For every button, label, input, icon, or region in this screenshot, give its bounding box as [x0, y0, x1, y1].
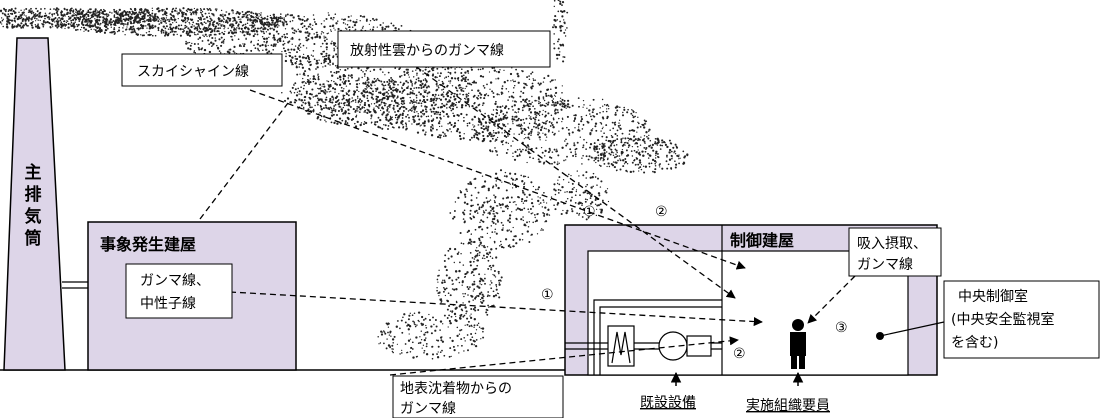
- label-skyshine-text: スカイシャイン線: [137, 64, 249, 80]
- marker-1-mid: ①: [541, 287, 554, 303]
- control-room-leader: [879, 321, 945, 337]
- label-existing-equipment: 既設設備: [640, 395, 696, 411]
- label-control-room: 中央制御室 (中央安全監視室 を含む): [943, 280, 1100, 359]
- label-inhalation: 吸入摂取、 ガンマ線: [848, 227, 942, 277]
- control-building-title: 制御建屋: [730, 231, 794, 250]
- label-inhalation-line1: 吸入摂取、: [857, 236, 927, 252]
- label-control-room-line2: (中央安全監視室: [951, 311, 1054, 328]
- stack-label-char-3: 気: [24, 206, 42, 227]
- label-gamma-neutron-line1: ガンマ線、: [140, 273, 210, 289]
- personnel-figure-icon: [790, 319, 806, 369]
- label-inhalation-line2: ガンマ線: [857, 257, 913, 273]
- stack-label-char-2: 排: [25, 184, 42, 205]
- label-ground-deposit-line1: 地表沈着物からの: [400, 381, 512, 397]
- label-ground-deposit: 地表沈着物からの ガンマ線: [392, 375, 564, 418]
- label-control-room-line3: を含む): [951, 335, 998, 351]
- label-gamma-neutron: ガンマ線、 中性子線: [125, 263, 233, 319]
- label-skyshine: スカイシャイン線: [121, 53, 283, 87]
- event-building-title: 事象発生建屋: [100, 235, 196, 254]
- label-cloud-gamma: 放射性雲からのガンマ線: [337, 30, 551, 68]
- label-cloud-gamma-text: 放射性雲からのガンマ線: [350, 43, 504, 59]
- label-ground-deposit-line2: ガンマ線: [400, 401, 456, 417]
- marker-2-upper: ②: [655, 204, 668, 220]
- main-stack: 主 排 気 筒: [3, 37, 66, 371]
- stack-label-char-4: 筒: [25, 228, 42, 249]
- marker-2-lower: ②: [733, 346, 746, 362]
- label-gamma-neutron-line2: 中性子線: [140, 296, 196, 312]
- label-control-room-line1: 中央制御室: [958, 288, 1028, 305]
- stack-label-char-1: 主: [25, 162, 42, 183]
- marker-1-upper: ①: [583, 204, 596, 220]
- marker-3: ③: [835, 320, 848, 336]
- dashed-pathways: [199, 54, 856, 376]
- control-room-dot: [876, 332, 884, 340]
- label-personnel: 実施組織要員: [746, 398, 830, 414]
